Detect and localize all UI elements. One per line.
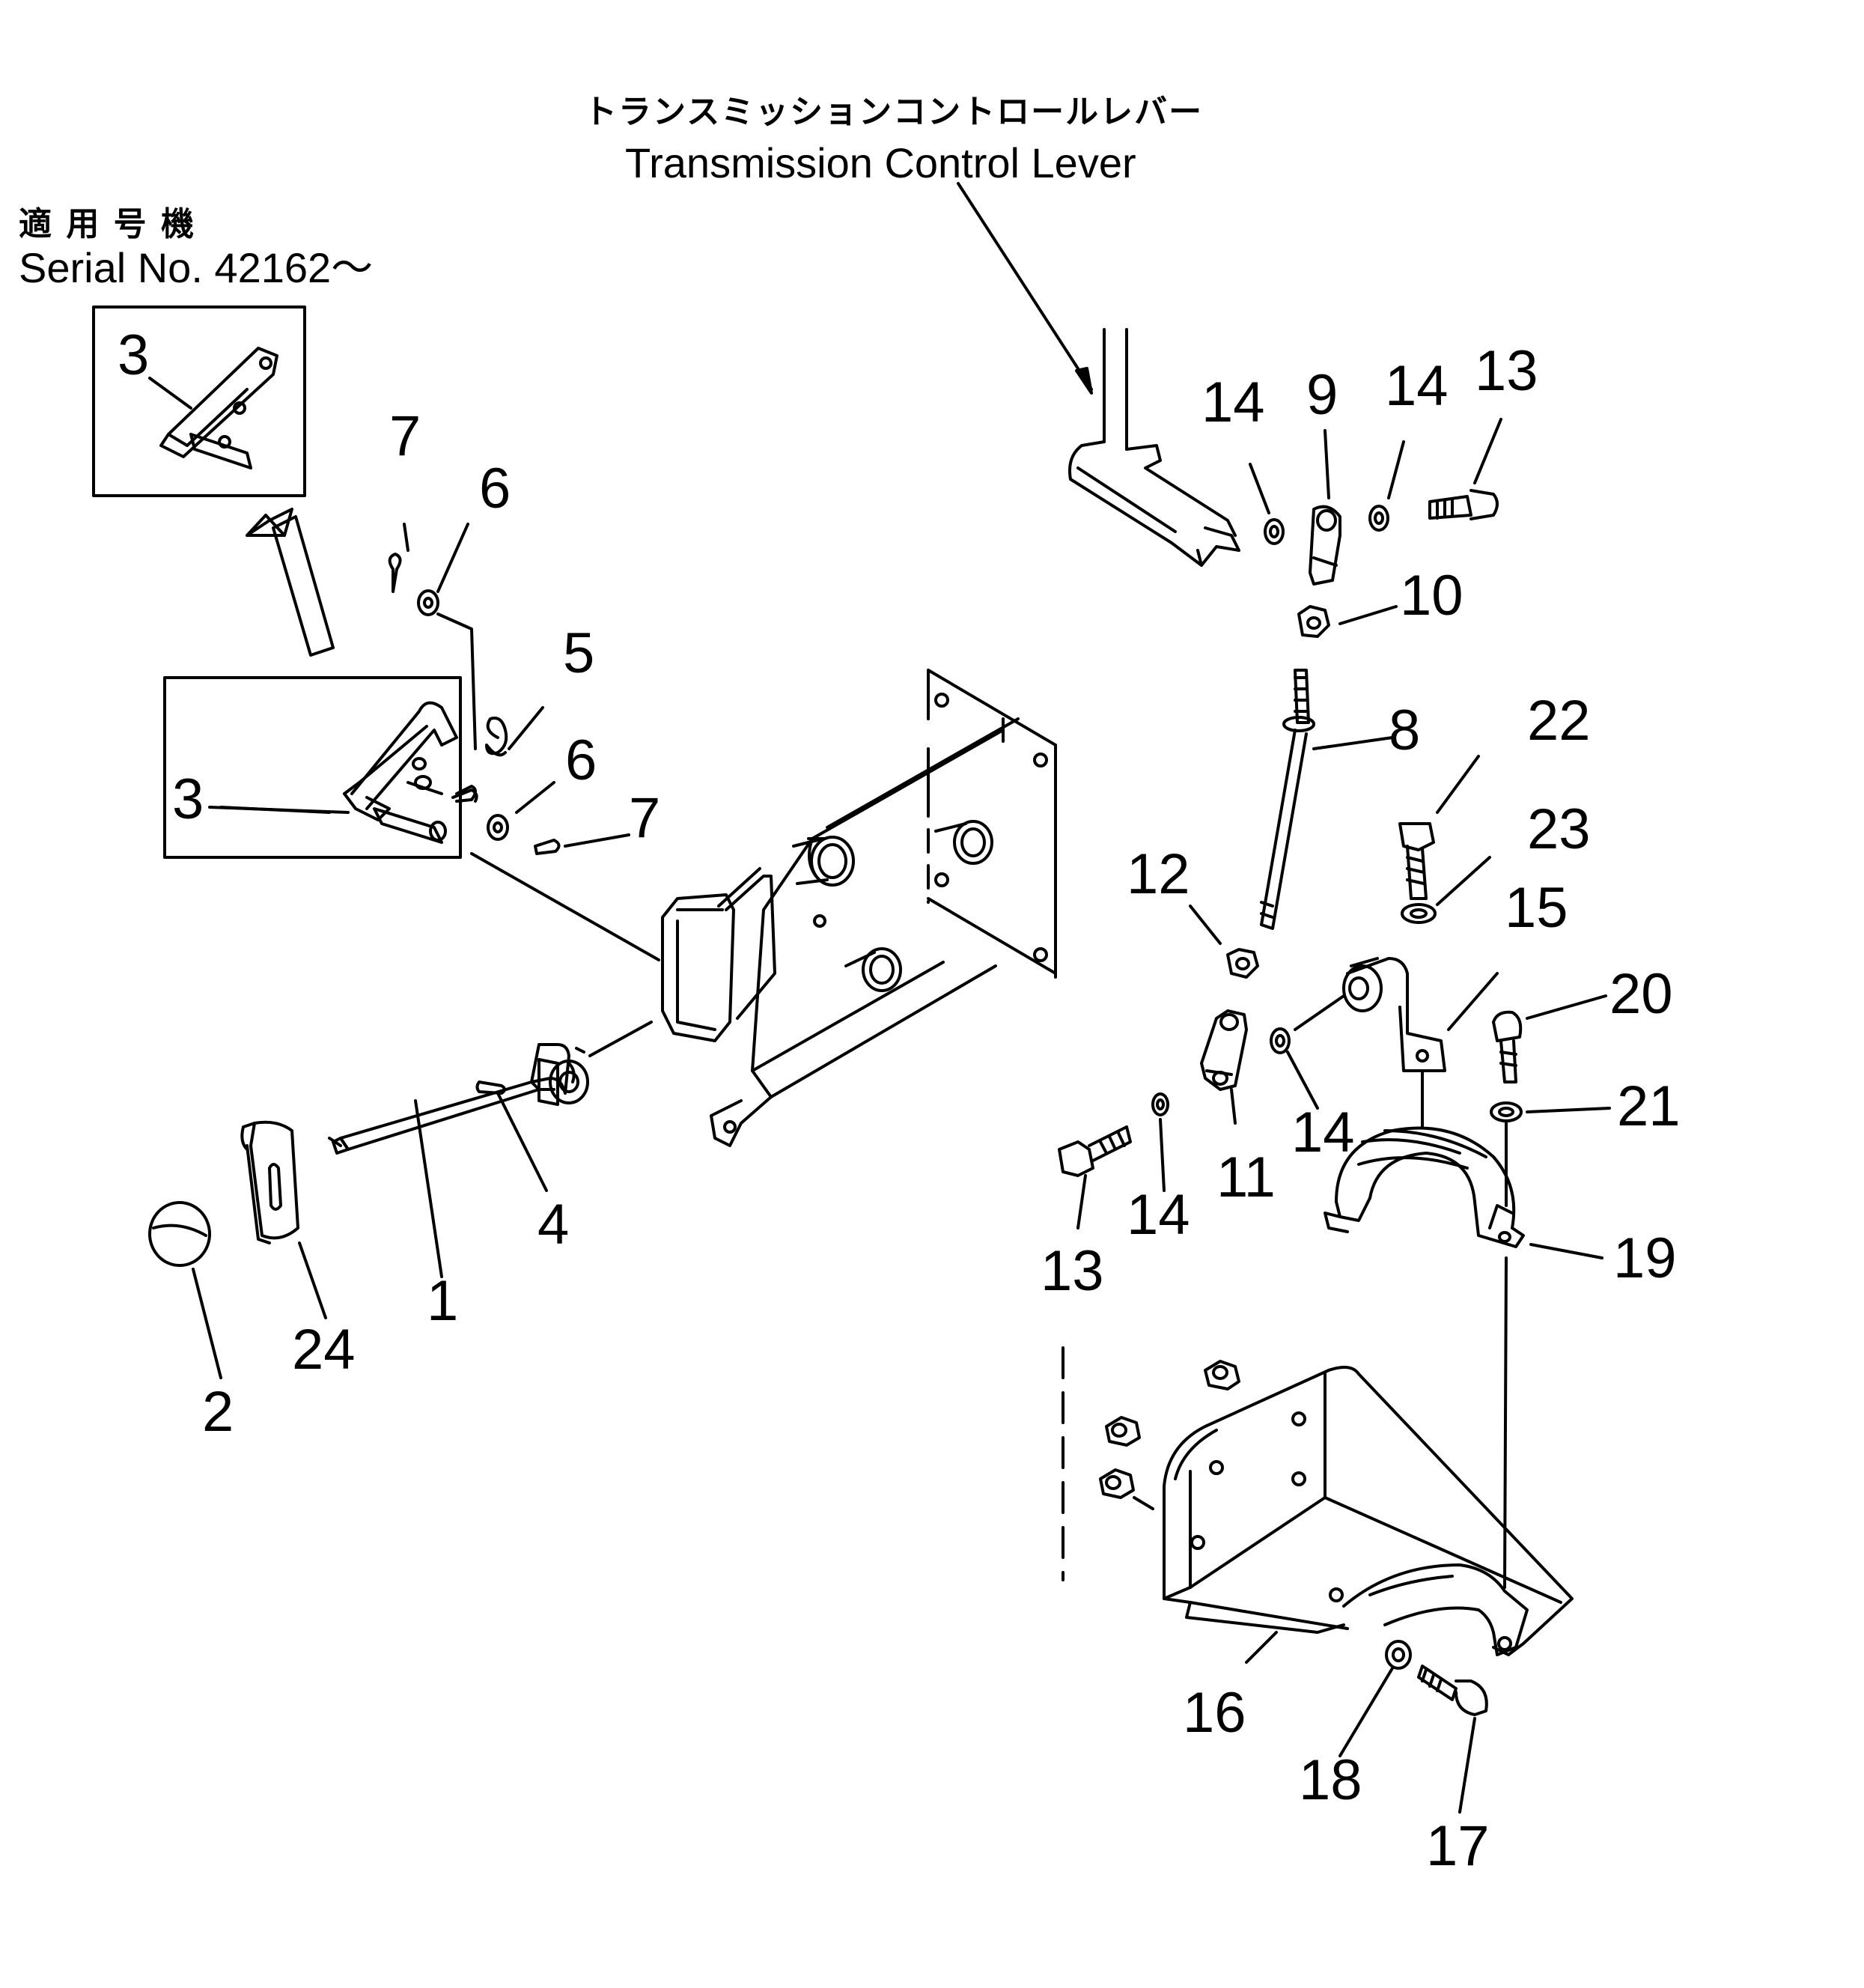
up-arrow [246, 508, 335, 657]
nut-lower-a [1204, 1360, 1240, 1390]
callout-11: 11 [1216, 1146, 1276, 1209]
cap-2 [148, 1201, 211, 1267]
callout-14-top-left: 14 [1201, 371, 1265, 434]
washer-23 [1401, 903, 1437, 924]
callout-8: 8 [1389, 699, 1421, 762]
callout-10: 10 [1400, 564, 1464, 627]
bolt-22 [1398, 822, 1435, 900]
cotter-pin-7-top [388, 553, 402, 593]
callout-12: 12 [1127, 842, 1190, 906]
callout-24: 24 [292, 1318, 356, 1381]
clamp-19 [1324, 1126, 1525, 1248]
transmission-lever [1068, 328, 1240, 567]
nut-lower-b [1105, 1416, 1141, 1447]
serial-inset-box [92, 306, 306, 497]
washer-14-a [1264, 518, 1285, 545]
title-japanese: トランスミッションコントロールレバー [584, 93, 1204, 131]
nut-10 [1297, 605, 1330, 638]
callout-22: 22 [1527, 689, 1591, 753]
bolt-17 [1417, 1665, 1488, 1716]
callout-4: 4 [537, 1193, 570, 1256]
plate-24 [240, 1120, 299, 1244]
callout-20: 20 [1609, 962, 1673, 1026]
washer-14-c [1270, 1027, 1291, 1054]
callout-6-mid: 6 [565, 729, 597, 792]
spring-5 [485, 717, 508, 757]
callout-23: 23 [1527, 797, 1591, 861]
washer-18 [1385, 1640, 1412, 1670]
rod-end-11 [1200, 1009, 1248, 1091]
pin-4 [475, 1080, 506, 1095]
bolt-13-b [1058, 1125, 1132, 1177]
serial-label-english: Serial No. 42162～ [19, 244, 374, 291]
inset-part-3-small [159, 347, 278, 469]
washer-6-mid [487, 814, 509, 841]
callout-16: 16 [1183, 1681, 1246, 1745]
callout-2: 2 [202, 1380, 234, 1444]
bolt-13-a [1428, 489, 1499, 520]
washer-21 [1490, 1101, 1523, 1122]
bracket-15 [1342, 957, 1446, 1072]
bolt-20 [1492, 1010, 1523, 1083]
callout-18: 18 [1299, 1748, 1362, 1812]
callout-9: 9 [1306, 363, 1338, 427]
title-leader-arrow [957, 182, 1093, 395]
callout-14-right: 14 [1291, 1101, 1355, 1164]
nut-lower-c [1099, 1468, 1135, 1499]
callout-14-lower: 14 [1127, 1183, 1190, 1247]
left-inset-box [163, 676, 462, 859]
rod-end-9 [1309, 505, 1341, 586]
callout-19: 19 [1613, 1226, 1677, 1290]
callout-5: 5 [563, 621, 595, 685]
callout-17: 17 [1426, 1814, 1490, 1878]
inset-part-3-large [343, 701, 477, 844]
serial-label-japanese: 適 用 号 機 [19, 205, 195, 243]
callout-13-lower: 13 [1041, 1239, 1104, 1303]
washer-14-d [1151, 1092, 1169, 1116]
main-bracket [661, 669, 1057, 1147]
callout-21: 21 [1617, 1074, 1681, 1138]
nut-12 [1226, 948, 1259, 979]
lever-1 [328, 1043, 589, 1155]
washer-6-top [417, 589, 439, 616]
washer-14-b [1368, 505, 1389, 532]
callout-3-left: 3 [172, 767, 204, 831]
callout-7-mid: 7 [629, 786, 661, 850]
callout-6-top: 6 [479, 457, 511, 520]
title-english: Transmission Control Lever [625, 139, 1136, 186]
callout-15: 15 [1505, 876, 1568, 940]
callout-3-inset: 3 [118, 323, 150, 387]
callout-13-top: 13 [1475, 339, 1538, 403]
lower-bracket-16 [1163, 1366, 1574, 1656]
main-bracket-dashed [807, 744, 1057, 979]
callout-7-top: 7 [389, 404, 421, 468]
callout-1: 1 [427, 1269, 459, 1333]
cotter-pin-7-mid [534, 839, 561, 855]
rod-8 [1260, 669, 1315, 930]
callout-14-top-right: 14 [1385, 354, 1449, 418]
